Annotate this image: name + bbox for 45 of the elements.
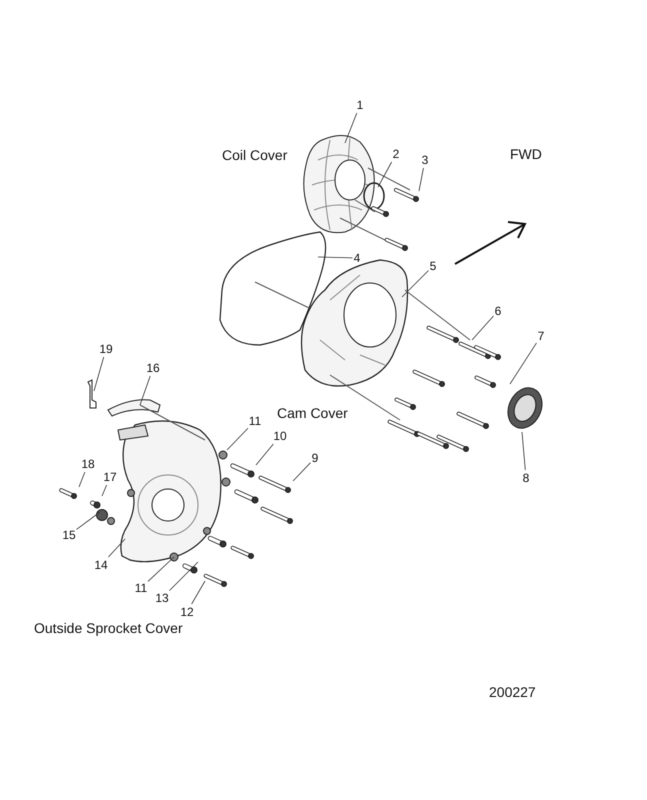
callout-number: 1 [356, 98, 364, 112]
callout-number: 12 [180, 605, 194, 619]
leader-line [226, 428, 248, 450]
part-label: Coil Cover [222, 147, 288, 163]
callout-number: 18 [81, 457, 95, 471]
leader-line [378, 162, 392, 188]
leader-line [292, 462, 311, 482]
leader-line [140, 376, 151, 406]
part-label: FWD [510, 146, 542, 162]
leader-line [102, 484, 108, 496]
leader-line [256, 444, 274, 466]
leader-line [78, 472, 86, 488]
leader-line [318, 256, 353, 258]
callout-number: 11 [248, 414, 262, 428]
callout-number: 6 [494, 304, 502, 318]
callout-number: 15 [62, 528, 76, 542]
callout-number: 16 [146, 361, 160, 375]
callout-number: 4 [354, 251, 360, 265]
leader-line [472, 316, 494, 340]
callout-number: 2 [392, 147, 400, 161]
leader-line [344, 112, 358, 144]
callout-number: 7 [538, 329, 544, 343]
leader-line [169, 562, 198, 591]
callout-number: 9 [312, 451, 318, 465]
callout-number: 10 [273, 429, 287, 443]
leader-line [148, 556, 174, 582]
callout-number: 13 [155, 591, 169, 605]
callout-number: 3 [422, 153, 428, 167]
callout-number: 17 [103, 470, 117, 484]
leader-line [76, 512, 100, 530]
part-label: Outside Sprocket Cover [34, 620, 183, 636]
callout-number: 19 [99, 342, 113, 356]
leader-line [94, 356, 104, 392]
leader-line [522, 432, 526, 470]
callout-number: 14 [94, 558, 108, 572]
part-label: Cam Cover [277, 405, 348, 421]
callout-number: 8 [522, 471, 530, 485]
callout-number: 11 [134, 581, 148, 595]
leader-line [191, 580, 206, 604]
leader-line [402, 270, 429, 298]
leader-line [108, 538, 126, 558]
drawing-number: 200227 [489, 684, 536, 700]
callout-number: 5 [430, 259, 436, 273]
leader-line [510, 342, 537, 384]
leader-line [418, 168, 424, 192]
